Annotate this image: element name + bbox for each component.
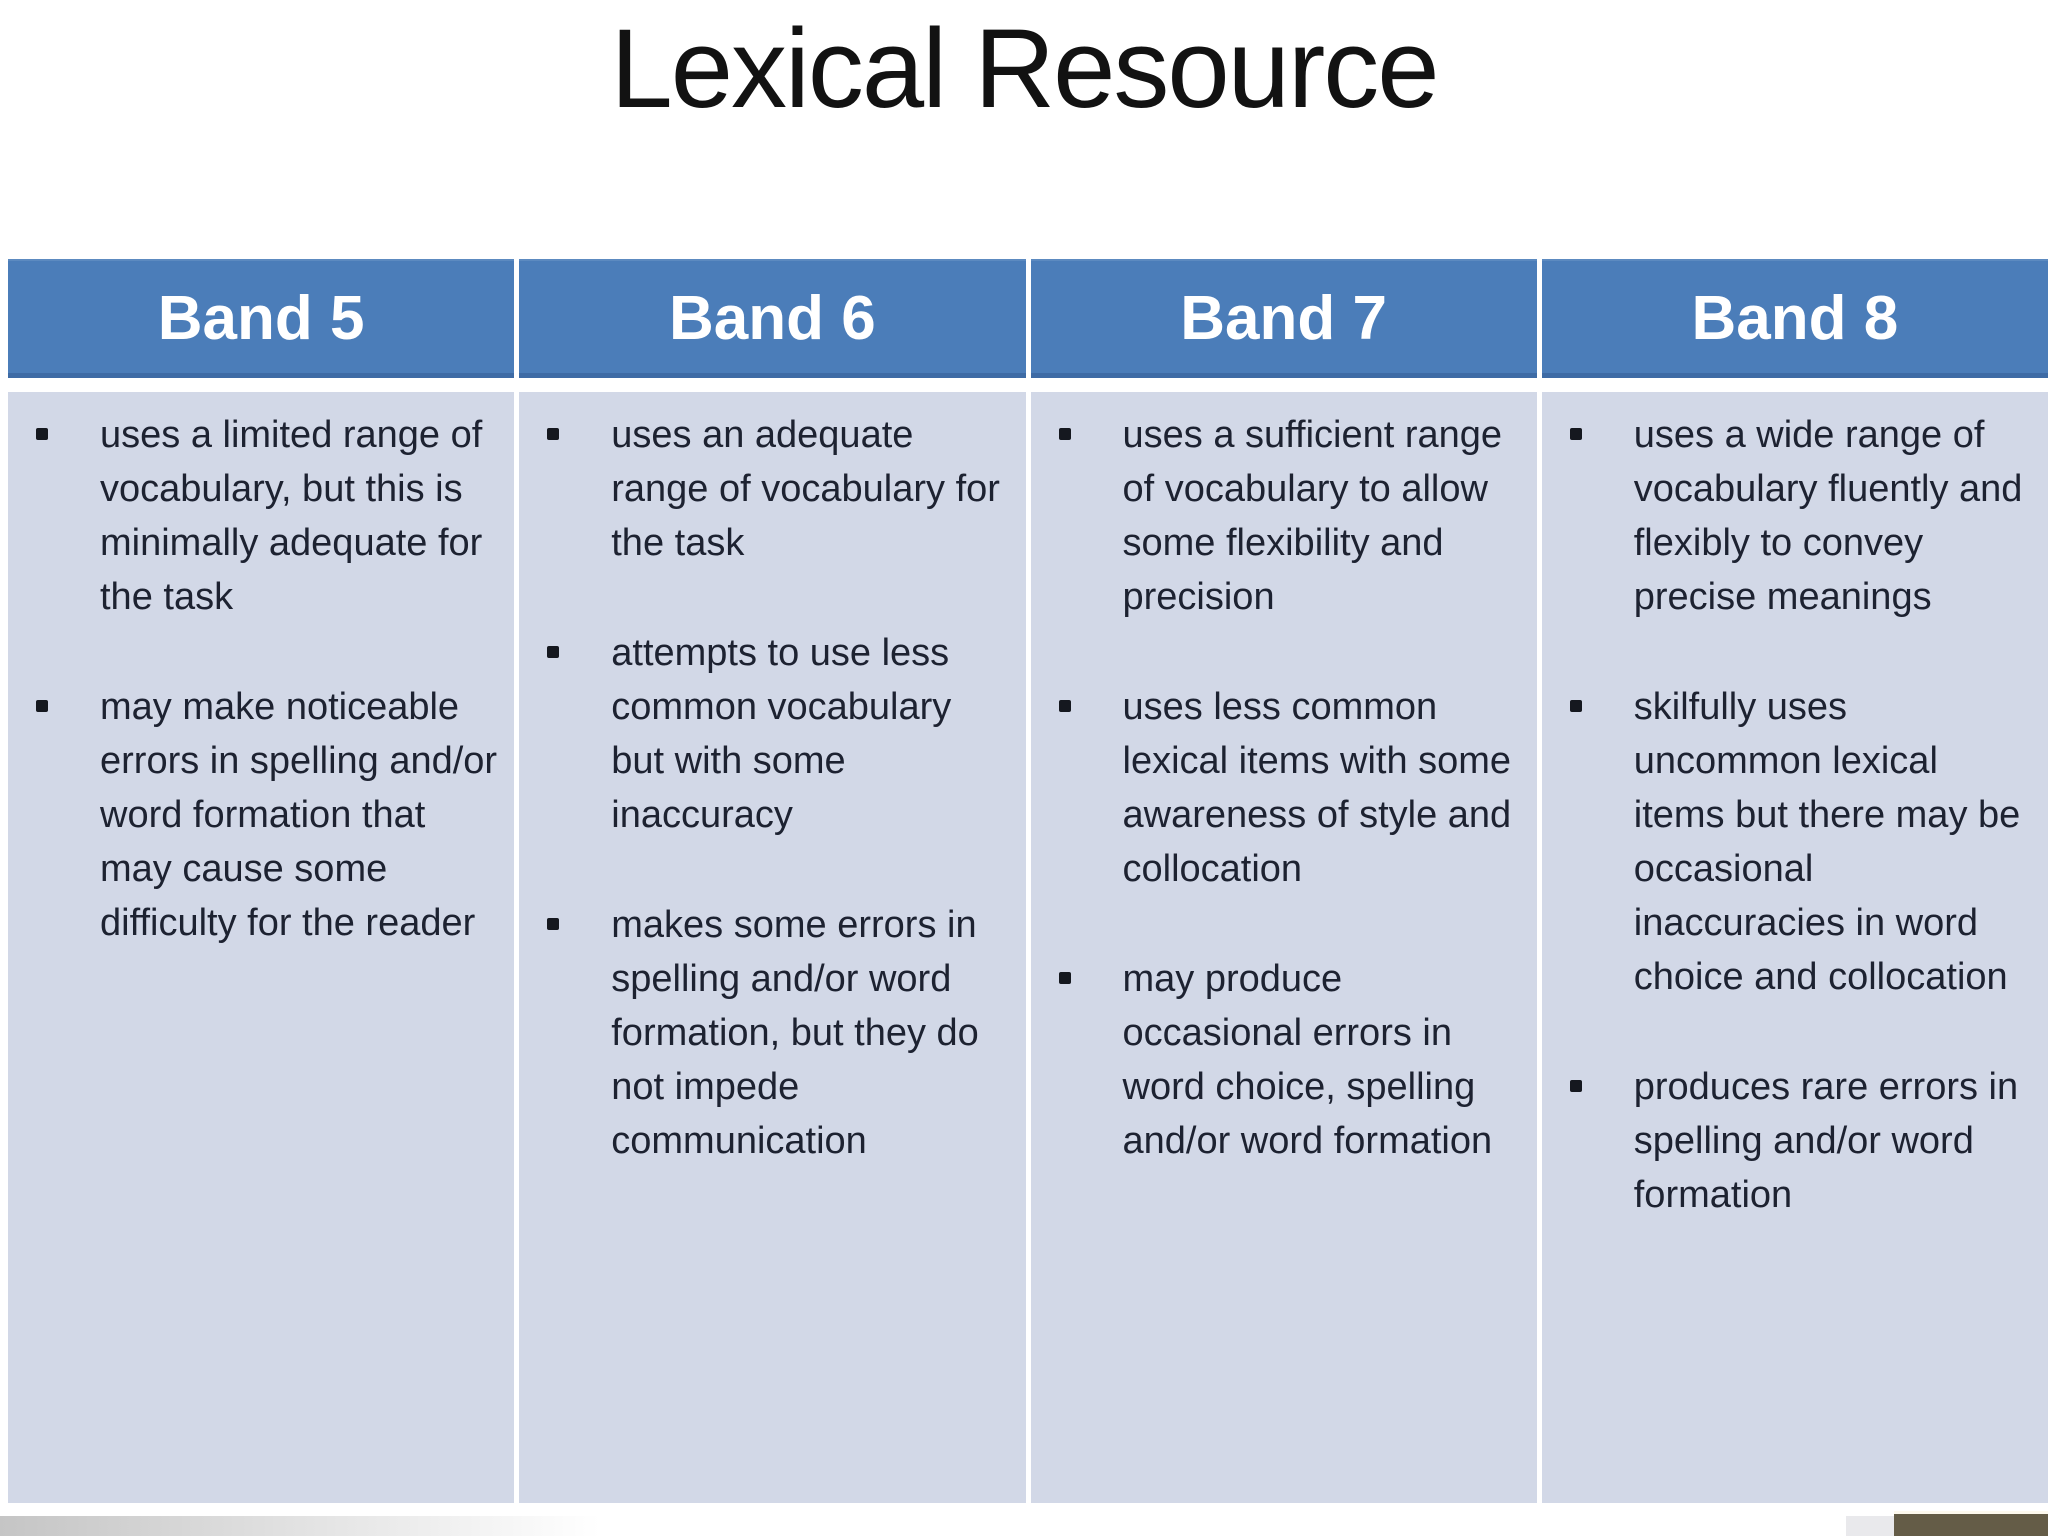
- table-header-row: Band 5 Band 6 Band 7 Band 8: [8, 259, 2048, 378]
- bullet-item: uses less common lexical items with some…: [1031, 680, 1523, 896]
- bottom-right-dark-block: [1894, 1514, 2048, 1536]
- bullet-item: may produce occasional errors in word ch…: [1031, 952, 1523, 1168]
- band7-cell: uses a sufficient range of vocabulary to…: [1030, 392, 1537, 1503]
- bottom-right-gray-segment: [1846, 1516, 1894, 1536]
- bullet-item: uses an adequate range of vocabulary for…: [519, 408, 1011, 570]
- bullet-item: produces rare errors in spelling and/or …: [1542, 1060, 2034, 1222]
- bullet-item: skilfully uses uncommon lexical items bu…: [1542, 680, 2034, 1004]
- band-descriptor-table: Band 5 Band 6 Band 7 Band 8 uses a limit…: [8, 259, 2048, 1503]
- bullet-item: uses a sufficient range of vocabulary to…: [1031, 408, 1523, 624]
- header-body-divider: [8, 378, 2048, 392]
- band5-header: Band 5: [8, 259, 515, 378]
- band6-header: Band 6: [519, 259, 1026, 378]
- bullet-item: attempts to use less common vocabulary b…: [519, 626, 1011, 842]
- bullet-item: makes some errors in spelling and/or wor…: [519, 898, 1011, 1168]
- band6-cell: uses an adequate range of vocabulary for…: [519, 392, 1026, 1503]
- band8-bullet-list: uses a wide range of vocabulary fluently…: [1542, 408, 2034, 1222]
- bullet-item: uses a wide range of vocabulary fluently…: [1542, 408, 2034, 624]
- band8-cell: uses a wide range of vocabulary fluently…: [1541, 392, 2048, 1503]
- bullet-item: uses a limited range of vocabulary, but …: [8, 408, 500, 624]
- bottom-left-progress-gradient: [0, 1516, 600, 1536]
- band6-bullet-list: uses an adequate range of vocabulary for…: [519, 408, 1011, 1168]
- band8-header: Band 8: [1541, 259, 2048, 378]
- band5-bullet-list: uses a limited range of vocabulary, but …: [8, 408, 500, 950]
- table-body-row: uses a limited range of vocabulary, but …: [8, 392, 2048, 1503]
- slide-title: Lexical Resource: [610, 6, 1439, 131]
- band5-cell: uses a limited range of vocabulary, but …: [8, 392, 515, 1503]
- band7-bullet-list: uses a sufficient range of vocabulary to…: [1031, 408, 1523, 1168]
- band7-header: Band 7: [1030, 259, 1537, 378]
- bullet-item: may make noticeable errors in spelling a…: [8, 680, 500, 950]
